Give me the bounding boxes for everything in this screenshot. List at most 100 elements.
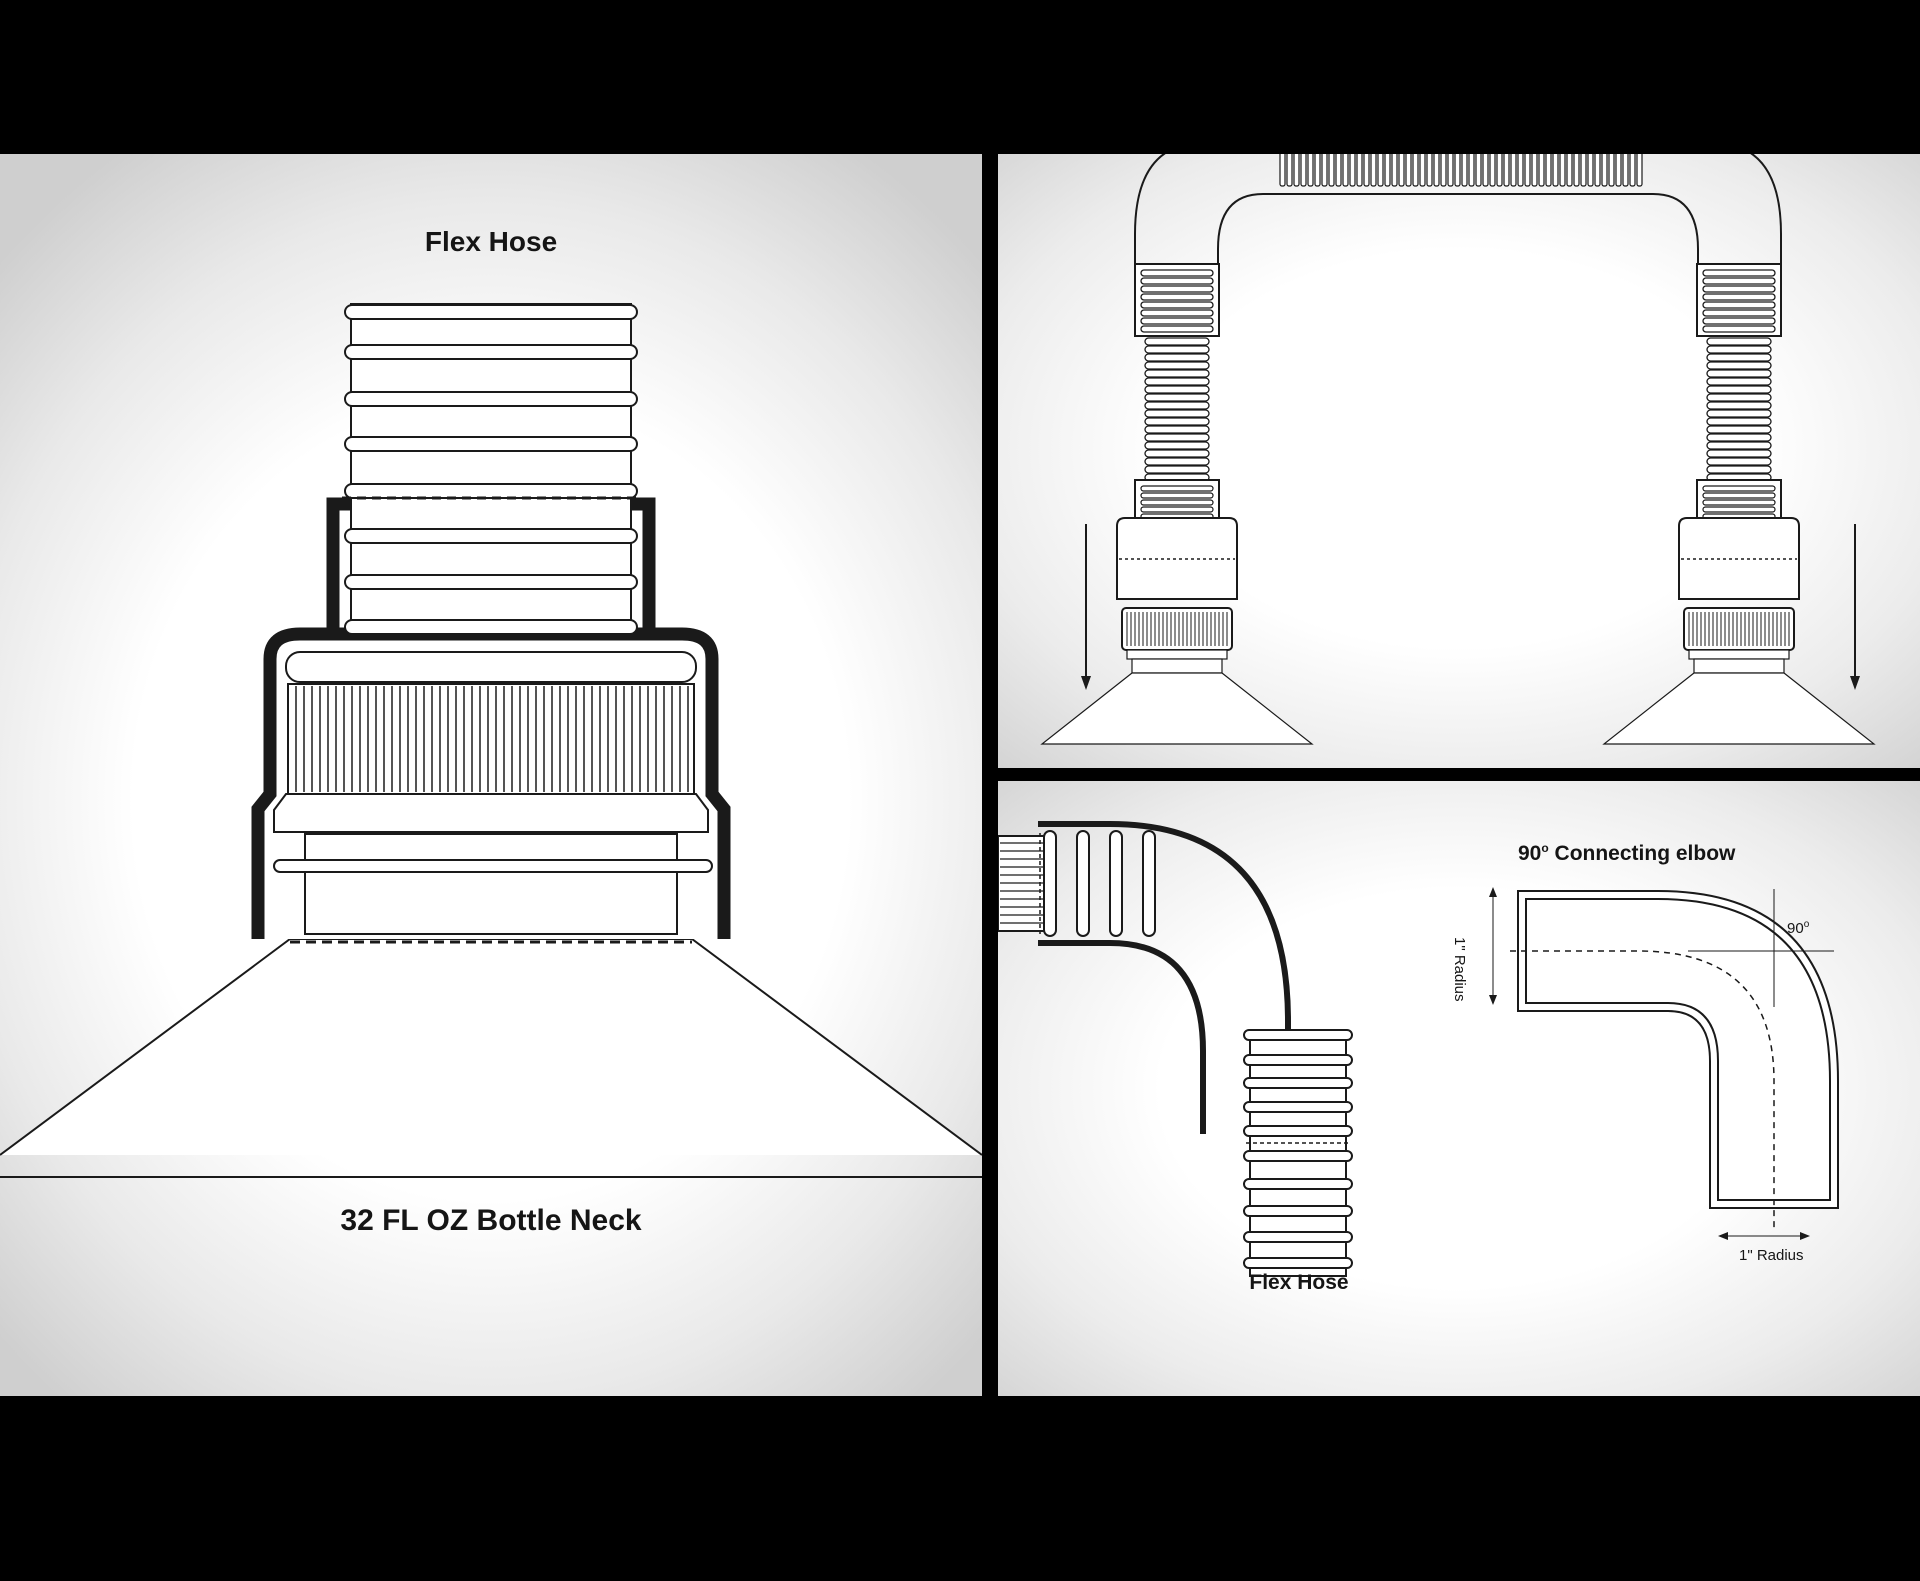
corrugation-rib bbox=[1349, 154, 1356, 187]
corrugation-rib bbox=[1356, 154, 1363, 187]
elbow-title-text: Connecting elbow bbox=[1548, 842, 1736, 865]
hose-connection-diagram bbox=[1040, 154, 1876, 745]
hose-rib bbox=[1144, 457, 1210, 466]
sleeve-rib bbox=[1140, 499, 1214, 506]
sleeve-rib bbox=[1702, 506, 1776, 513]
sleeve-rib bbox=[1702, 325, 1776, 333]
connector-cap bbox=[1678, 517, 1800, 600]
neck-band bbox=[1126, 649, 1228, 660]
corrugation-rib bbox=[1566, 154, 1573, 187]
corrugation-rib bbox=[1510, 154, 1517, 187]
hose-rib bbox=[1144, 377, 1210, 386]
sleeve-rib bbox=[1140, 277, 1214, 285]
centerline-dashed bbox=[1510, 950, 1775, 1231]
hose-rib bbox=[1706, 401, 1772, 410]
elbow-panel: Flex Hose 90o Connecting elbow 90o 1" Ra… bbox=[998, 781, 1920, 1396]
corrugation-rib bbox=[1489, 154, 1496, 187]
corrugation-rib bbox=[1622, 154, 1629, 187]
hose-rib bbox=[1144, 393, 1210, 402]
sleeve-rib bbox=[1702, 269, 1776, 277]
hose-rib bbox=[1243, 1054, 1353, 1066]
hose-arch-outer bbox=[1134, 154, 1782, 274]
elbow-title-degree: o bbox=[1541, 841, 1549, 855]
corrugation-rib bbox=[1594, 154, 1601, 187]
hose-rib bbox=[1144, 409, 1210, 418]
hose-rib bbox=[1706, 345, 1772, 354]
hose-rib bbox=[1706, 441, 1772, 450]
hose-rib bbox=[1243, 1077, 1353, 1089]
corrugation-rib bbox=[1370, 154, 1377, 187]
hose-rib bbox=[1243, 1231, 1353, 1243]
corrugation-rib bbox=[1636, 154, 1643, 187]
corrugation-rib bbox=[1377, 154, 1384, 187]
connecting-elbow-inner bbox=[1525, 898, 1831, 1201]
corrugation-rib bbox=[1398, 154, 1405, 187]
hose-rib bbox=[1144, 417, 1210, 426]
elbow-title-number: 90 bbox=[1518, 842, 1542, 865]
bottle-neck-body bbox=[304, 833, 678, 935]
corrugation-rib bbox=[1615, 154, 1622, 187]
hose-rib bbox=[1144, 401, 1210, 410]
sleeve-rib bbox=[1140, 485, 1214, 492]
hose-rib bbox=[344, 344, 638, 360]
neck-band bbox=[1688, 649, 1790, 660]
sleeve-rib bbox=[1702, 285, 1776, 293]
hose-rib bbox=[344, 528, 638, 544]
corrugation-rib bbox=[1587, 154, 1594, 187]
hose-rib bbox=[1243, 1029, 1353, 1041]
hose-rib bbox=[1706, 449, 1772, 458]
hose-rib bbox=[344, 574, 638, 590]
hose-rib bbox=[1706, 369, 1772, 378]
corrugation-rib bbox=[1468, 154, 1475, 187]
hose-rib bbox=[1706, 361, 1772, 370]
hose-top-corrugation bbox=[1279, 154, 1643, 187]
left-hose-assembly bbox=[1040, 263, 1314, 745]
cap-thread-ribs bbox=[295, 686, 689, 792]
sleeve-rib bbox=[1140, 317, 1214, 325]
corrugation-rib bbox=[1608, 154, 1615, 187]
hose-rib bbox=[344, 436, 638, 452]
right-down-arrow bbox=[1850, 524, 1860, 690]
corrugation-rib bbox=[1454, 154, 1461, 187]
elbow-flex-hose-label: Flex Hose bbox=[1249, 1271, 1349, 1294]
corrugation-rib bbox=[1580, 154, 1587, 187]
corrugation-rib bbox=[1447, 154, 1454, 187]
bottle-neck-diagram bbox=[0, 303, 982, 1178]
corrugation-rib bbox=[1384, 154, 1391, 187]
connecting-elbow-outer bbox=[1517, 890, 1839, 1209]
sleeve-rib bbox=[1702, 309, 1776, 317]
hose-rib bbox=[1243, 1178, 1353, 1190]
hose-rib bbox=[1144, 385, 1210, 394]
corrugation-rib bbox=[1321, 154, 1328, 187]
hose-rib bbox=[1706, 465, 1772, 474]
corrugation-rib bbox=[1300, 154, 1307, 187]
vertical-radius-dimension bbox=[1489, 887, 1497, 1005]
sleeve-rib bbox=[1702, 492, 1776, 499]
sleeve-rib bbox=[1140, 285, 1214, 293]
corrugation-rib bbox=[1307, 154, 1314, 187]
hose-rib bbox=[1144, 353, 1210, 362]
hose-rib bbox=[1706, 353, 1772, 362]
hose-rib bbox=[1243, 1257, 1353, 1269]
hose-rib bbox=[1706, 417, 1772, 426]
sleeve-rib bbox=[1140, 301, 1214, 309]
corrugation-rib bbox=[1461, 154, 1468, 187]
sleeve-rib bbox=[1140, 293, 1214, 301]
angle-value: 90 bbox=[1787, 920, 1804, 937]
corrugation-rib bbox=[1433, 154, 1440, 187]
hose-rib bbox=[1144, 369, 1210, 378]
corrugation-rib bbox=[1475, 154, 1482, 187]
corrugation-rib bbox=[1419, 154, 1426, 187]
sleeve-rib bbox=[1702, 277, 1776, 285]
hose-rib bbox=[1706, 433, 1772, 442]
connector-cap bbox=[1116, 517, 1238, 600]
horizontal-radius-dimension bbox=[1718, 1232, 1810, 1240]
corrugation-rib bbox=[1496, 154, 1503, 187]
corrugation-rib bbox=[1279, 154, 1286, 187]
corrugation-rib bbox=[1391, 154, 1398, 187]
hose-rib bbox=[344, 483, 638, 499]
hose-rib bbox=[1706, 409, 1772, 418]
corrugation-rib bbox=[1426, 154, 1433, 187]
hose-rib bbox=[1706, 377, 1772, 386]
hose-rib bbox=[1144, 425, 1210, 434]
